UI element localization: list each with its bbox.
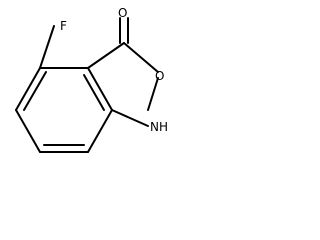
bond-c4-fluorine [39, 25, 55, 69]
ring-oxygen-label: O [155, 69, 164, 83]
ring-double-bond-inner-right [83, 74, 105, 111]
ring-double-bond-inner-left [23, 71, 47, 111]
carbonyl-oxygen-label: O [118, 6, 127, 20]
bond-ring-oxygen-nitrogen [147, 77, 159, 111]
bond-carbonyl-ring-oxygen [123, 42, 159, 73]
ring-bond-c5-c6 [15, 109, 41, 153]
nitrogen-label: NH [150, 120, 168, 134]
bond-nitrogen-c7a [111, 109, 149, 127]
ring-bond-c4-c5 [15, 67, 41, 111]
ring-bond-c7-c7a [87, 109, 113, 153]
benzene-ring [15, 67, 113, 153]
ring-bond-c7a-c3a [87, 67, 113, 111]
chemical-structure-diagram: F O O NH [15, 6, 168, 153]
bond-c3a-carbonyl [87, 42, 125, 69]
fluorine-label: F [60, 19, 67, 33]
